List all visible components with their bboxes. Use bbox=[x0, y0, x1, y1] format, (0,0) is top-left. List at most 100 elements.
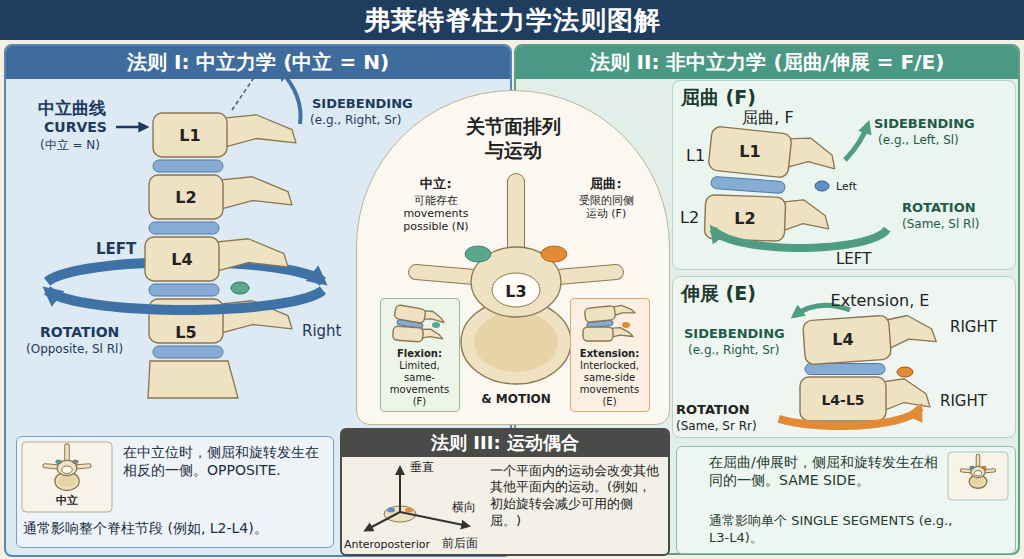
posterior-elements bbox=[213, 239, 288, 272]
node-text: 一个平面内的运动会改变其他其他平面内的运动。(例如，初始旋转会减少可用的侧屈。) bbox=[490, 463, 662, 531]
vertebra-side bbox=[800, 377, 930, 421]
vertebra-side bbox=[149, 299, 292, 343]
motion-arrow bbox=[47, 262, 323, 282]
law-box: 法则 III: 运动偶合一个平面内的运动会改变其他其他平面内的运动。(例如，初始… bbox=[340, 428, 670, 556]
thumbnail-frame bbox=[22, 442, 112, 512]
motion-arrow bbox=[400, 512, 468, 526]
vertebral-body bbox=[704, 195, 785, 242]
process-outline bbox=[975, 456, 980, 469]
process bbox=[508, 182, 524, 262]
process bbox=[962, 469, 973, 472]
motion-arrow bbox=[713, 229, 887, 248]
sacrum bbox=[148, 361, 238, 398]
vertebral-body bbox=[145, 237, 219, 281]
thumbnail-frame bbox=[948, 452, 1008, 500]
posterior-elements bbox=[221, 115, 296, 148]
facet-joint bbox=[897, 367, 913, 377]
facet-left bbox=[55, 460, 61, 464]
facet-left bbox=[465, 246, 491, 262]
process bbox=[73, 465, 88, 466]
motion-arrow bbox=[794, 305, 850, 316]
posterior-elements bbox=[779, 199, 830, 234]
facet-right bbox=[72, 460, 78, 464]
vertebra-side bbox=[708, 126, 838, 183]
body-core bbox=[971, 476, 984, 486]
node-heading: 伸展 (E) bbox=[673, 277, 1015, 311]
artwork bbox=[948, 452, 1008, 500]
body-core bbox=[474, 312, 558, 372]
inset-card: Extension:Interlocked, same-side movemen… bbox=[570, 298, 650, 412]
vertebral-arch bbox=[57, 460, 77, 475]
intervertebral-disc bbox=[153, 346, 223, 358]
vertebra-side bbox=[153, 113, 296, 157]
facet-right bbox=[405, 508, 413, 513]
process-outline bbox=[982, 468, 993, 473]
artwork bbox=[704, 124, 887, 248]
vertebra-side bbox=[704, 195, 829, 243]
motion-arrow bbox=[366, 512, 400, 530]
title-bar: 弗莱特脊柱力学法则图解 bbox=[0, 0, 1024, 40]
illustration bbox=[672, 80, 1016, 270]
motion-arrow bbox=[779, 408, 920, 426]
facet-right bbox=[541, 246, 567, 262]
facet-left bbox=[969, 466, 973, 469]
node-heading: 关节面排列与运动 bbox=[463, 115, 563, 163]
inset-card: Flexion:Limited, same-movements (F) bbox=[380, 298, 460, 412]
process bbox=[65, 446, 69, 464]
facet-joint bbox=[231, 282, 249, 294]
process bbox=[546, 272, 616, 278]
node-text: Limited, same-movements (F) bbox=[384, 360, 456, 408]
vertebra-side bbox=[392, 325, 443, 342]
process bbox=[416, 272, 486, 278]
vertebral-arch bbox=[471, 247, 561, 317]
intervertebral-disc bbox=[153, 160, 223, 172]
vertebra-top bbox=[45, 446, 89, 490]
process-outline bbox=[64, 446, 70, 464]
node-text: 通常影响单个 SINGLE SEGMENTS (e.g., L3-L4)。 bbox=[709, 513, 959, 547]
node-heading: Extension: bbox=[574, 348, 646, 360]
vertebra-icon bbox=[384, 506, 416, 522]
process bbox=[982, 469, 993, 472]
vertebral-body bbox=[969, 474, 987, 487]
note-box: 在中立位时，侧屈和旋转发生在相反的一侧。OPPOSITE. 通常影响整个脊柱节段 … bbox=[16, 436, 334, 548]
node-heading: 法则 III: 运动偶合 bbox=[342, 430, 668, 457]
vertebral-body bbox=[394, 304, 426, 323]
vertebral-body bbox=[584, 305, 615, 322]
process-outline bbox=[73, 465, 88, 466]
vertebral-body bbox=[803, 315, 892, 365]
intervertebral-disc bbox=[586, 320, 612, 328]
posterior-elements bbox=[217, 177, 292, 210]
node-text: 通常影响整个脊柱节段 (例如, L2-L4)。 bbox=[23, 519, 327, 537]
process-outline bbox=[45, 465, 60, 466]
vertebral-body bbox=[583, 327, 613, 341]
flexion-panel: 屈曲 (F) bbox=[672, 80, 1016, 270]
node-heading: 在中立位时，侧屈和旋转发生在相反的一侧。OPPOSITE. bbox=[123, 443, 327, 515]
vertebral-body bbox=[153, 113, 227, 157]
artwork bbox=[583, 303, 636, 341]
facet-left bbox=[387, 508, 395, 513]
artwork bbox=[366, 468, 468, 530]
node-heading: 法则 I: 中立力学 (中立 = N) bbox=[6, 46, 510, 79]
vertebral-body bbox=[149, 175, 223, 219]
motion-arrow bbox=[47, 290, 323, 310]
artwork bbox=[22, 442, 112, 512]
posterior-elements bbox=[882, 314, 936, 351]
facet-joint bbox=[815, 181, 829, 191]
intervertebral-disc bbox=[396, 319, 422, 328]
vertebra-side bbox=[803, 312, 938, 365]
motion-arrow bbox=[399, 468, 401, 512]
vertebral-body bbox=[461, 300, 571, 384]
posterior-elements bbox=[217, 301, 292, 334]
vertebral-body bbox=[708, 126, 792, 178]
process bbox=[45, 465, 60, 466]
facet-joint bbox=[622, 322, 630, 328]
intervertebral-disc bbox=[805, 364, 885, 375]
vertebra-top bbox=[962, 456, 994, 488]
spinal-canal bbox=[492, 273, 540, 307]
extension-panel: 伸展 (E) bbox=[672, 276, 1016, 438]
intervertebral-disc bbox=[149, 284, 219, 296]
vertebral-arch bbox=[970, 466, 984, 477]
node-text: Interlocked, same-side movements (E) bbox=[574, 360, 646, 408]
node-heading: 屈曲 (F) bbox=[673, 81, 1015, 115]
